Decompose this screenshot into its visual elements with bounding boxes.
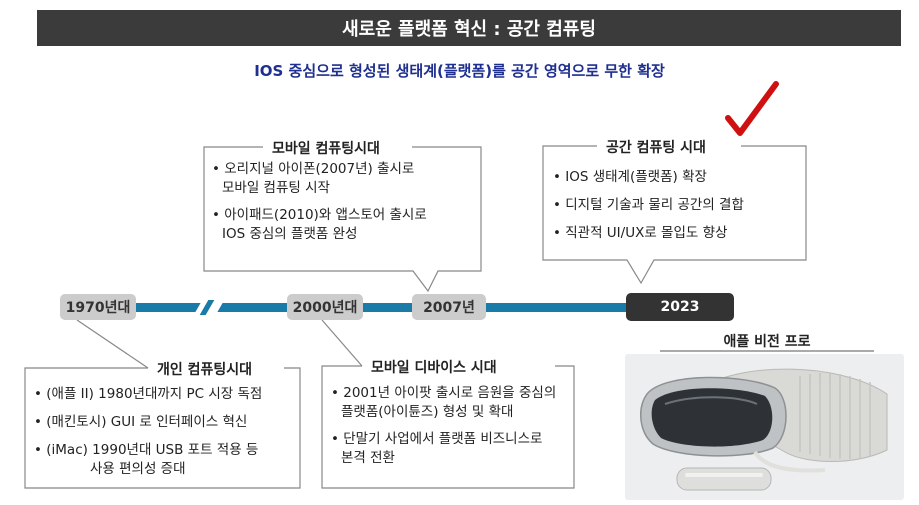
mobile-device-bullets: • 2001년 아이팟 출시로 음원을 중심의 플랫폼(아이튠즈) 형성 및 확… <box>331 384 556 468</box>
vision-pro-image <box>625 354 904 500</box>
bullet: • 단말기 사업에서 플랫폼 비즈니스로 <box>331 431 543 447</box>
bullet: • 직관적 UI/UX로 몰입도 향상 <box>553 225 728 241</box>
bullet: • (iMac) 1990년대 USB 포트 적용 등 <box>34 442 259 458</box>
timeline-track <box>60 303 720 312</box>
mobile-computing-bullets: • 오리지널 아이폰(2007년) 출시로 모바일 컴퓨팅 시작 • 아이패드(… <box>212 160 427 244</box>
mobile-device-box-outline <box>321 365 575 489</box>
header-bar: 새로운 플랫폼 혁신 : 공간 컴퓨팅 <box>37 10 901 46</box>
era-2000s: 2000년대 <box>287 294 363 320</box>
bullet: • IOS 생태계(플랫폼) 확장 <box>553 169 707 185</box>
bullet-continued: 플랫폼(아이튠즈) 형성 및 확대 <box>341 404 514 420</box>
headset-illustration <box>640 368 888 491</box>
era-label: 2023 <box>660 299 700 315</box>
personal-computing-box-outline <box>24 367 301 489</box>
mobile-computing-box-outline <box>203 146 482 293</box>
era-2023: 2023 <box>626 293 734 321</box>
era-2007: 2007년 <box>412 294 486 320</box>
bullet: • (매킨토시) GUI 로 인터페이스 혁신 <box>34 414 248 430</box>
bullet-continued: 본격 전환 <box>341 450 395 466</box>
spatial-computing-title: 공간 컴퓨팅 시대 <box>600 137 712 157</box>
era-1970s: 1970년대 <box>60 294 136 320</box>
check-icon <box>725 81 779 136</box>
era-label: 2000년대 <box>292 300 358 316</box>
mobile-computing-title: 모바일 컴퓨팅시대 <box>266 138 386 158</box>
bullet-continued: 모바일 컴퓨팅 시작 <box>222 180 330 196</box>
mobile-device-title: 모바일 디바이스 시대 <box>365 357 503 377</box>
bullet-continued: 사용 편의성 증대 <box>90 461 186 477</box>
product-title: 애플 비전 프로 <box>723 334 811 350</box>
spatial-computing-box-outline <box>542 145 807 285</box>
bullet: • 오리지널 아이폰(2007년) 출시로 <box>212 161 415 177</box>
personal-computing-bullets: • (애플 II) 1980년대까지 PC 시장 독점 • (매킨토시) GUI… <box>34 385 262 479</box>
personal-connector <box>76 319 149 369</box>
subtitle: IOS 중심으로 형성된 생태계(플랫폼)를 공간 영역으로 무한 확장 <box>254 62 665 80</box>
era-label: 2007년 <box>423 300 475 316</box>
page-title: 새로운 플랫폼 혁신 : 공간 컴퓨팅 <box>342 19 596 40</box>
personal-computing-title: 개인 컴퓨팅시대 <box>151 359 259 379</box>
bullet: • 아이패드(2010)와 앱스토어 출시로 <box>212 207 427 223</box>
spatial-computing-bullets: • IOS 생태계(플랫폼) 확장 • 디지털 기술과 물리 공간의 결합 • … <box>553 168 744 243</box>
bullet: • 2001년 아이팟 출시로 음원을 중심의 <box>331 385 557 401</box>
era-label: 1970년대 <box>65 300 131 316</box>
mobile-device-connector <box>321 319 363 367</box>
bullet: • (애플 II) 1980년대까지 PC 시장 독점 <box>34 386 263 402</box>
bullet-continued: IOS 중심의 플랫폼 완성 <box>222 226 358 242</box>
bullet: • 디지털 기술과 물리 공간의 결합 <box>553 197 744 213</box>
